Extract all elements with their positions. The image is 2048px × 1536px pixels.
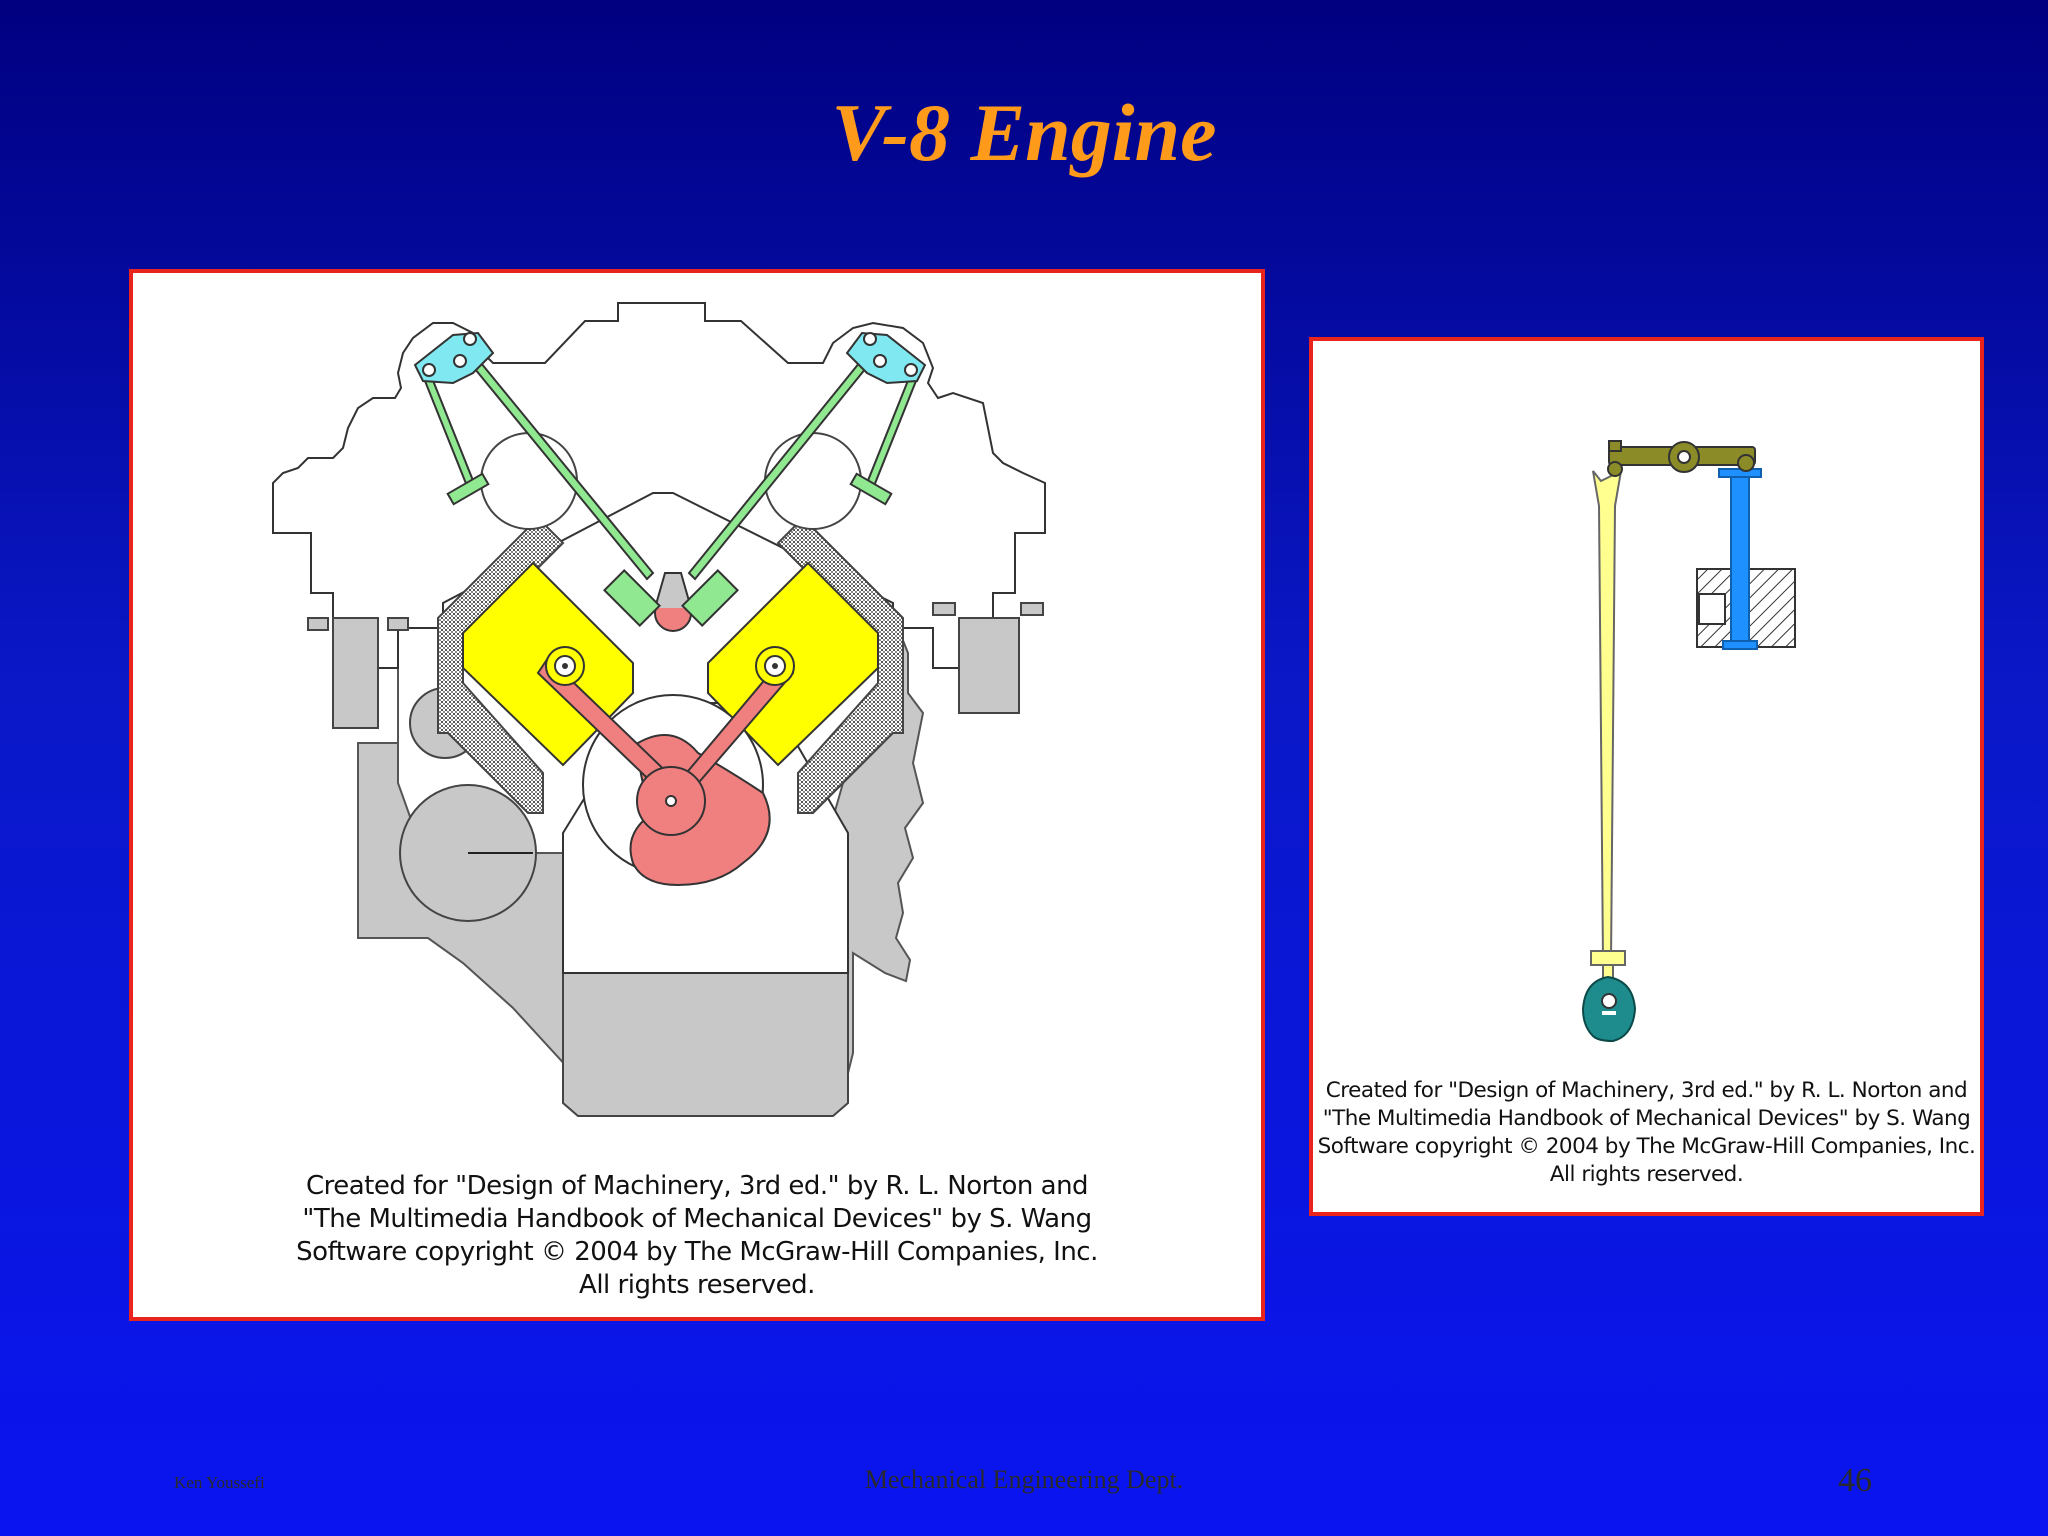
left-lifter (603, 569, 661, 627)
right-valve-dome (764, 432, 862, 530)
credit-line: Created for "Design of Machinery, 3rd ed… (305, 1171, 1089, 1201)
footer-department: Mechanical Engineering Dept. (864, 1465, 1184, 1494)
slide-title: V-8 Engine (831, 87, 1217, 178)
credit-line: Created for "Design of Machinery, 3rd ed… (1325, 1078, 1968, 1103)
engine-credit: Created for "Design of Machinery, 3rd ed… (133, 1170, 1261, 1302)
valve-train-diagram (1581, 440, 1796, 1043)
valve-train-credit: Created for "Design of Machinery, 3rd ed… (1313, 1077, 1980, 1189)
credit-line: All rights reserved. (1549, 1162, 1744, 1187)
credit-line: Software copyright © 2004 by The McGraw-… (296, 1237, 1098, 1267)
right-cylinder-wall (776, 516, 904, 814)
credit-line: All rights reserved. (579, 1270, 815, 1300)
page-number: 46 (1838, 1462, 1872, 1499)
left-valve-dome (480, 432, 578, 530)
left-cylinder-wall (437, 516, 565, 814)
footer-author: Ken Youssefi (174, 1473, 265, 1492)
valve-stem (1730, 472, 1750, 650)
v8-engine-diagram (272, 302, 1046, 1117)
credit-line: Software copyright © 2004 by The McGraw-… (1317, 1134, 1976, 1159)
right-manifold (958, 617, 1020, 714)
oil-pan (562, 972, 849, 1117)
credit-line: "The Multimedia Handbook of Mechanical D… (1322, 1106, 1971, 1131)
valve-train-figure: Created for "Design of Machinery, 3rd ed… (1309, 337, 1984, 1216)
credit-line: "The Multimedia Handbook of Mechanical D… (302, 1204, 1092, 1234)
left-manifold (332, 617, 379, 729)
v8-engine-figure: Created for "Design of Machinery, 3rd ed… (129, 269, 1265, 1321)
lifter (1590, 950, 1626, 966)
right-lifter (681, 569, 739, 627)
pushrod (1592, 469, 1623, 962)
